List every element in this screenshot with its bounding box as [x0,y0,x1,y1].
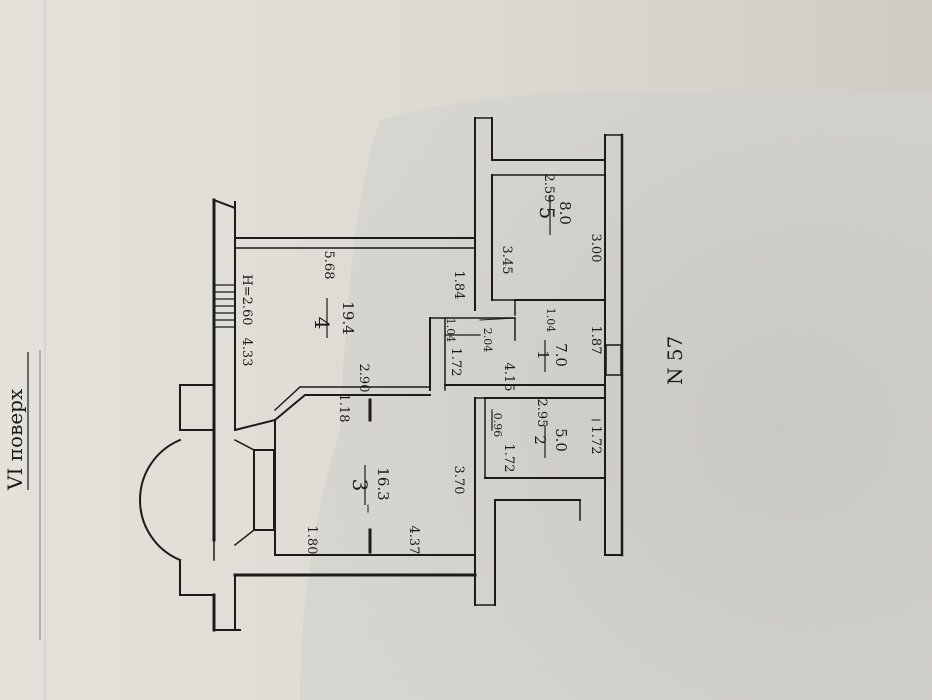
room-2-area-text: 5.0 [552,428,570,452]
ceiling-height: H=2.60 [239,274,254,325]
room-2-dim-side-text: 1.72 [588,426,603,455]
room-2-dim-length: 2.95 [534,399,549,428]
room-4-area: 19.4 [339,301,357,334]
room-4-dim-right: 1.84 [451,271,466,300]
room-4-dim-right-text: 1.84 [451,271,466,300]
room-1-area-text: 7.0 [552,343,570,367]
room-3-dim-length-text: 4.37 [406,526,421,555]
room-5-dim-right: 3.00 [588,234,603,263]
room-4-number-text: 4 [310,317,334,330]
room-2-dim-width-text: 0.96 [491,413,504,438]
room-4-number: 4 [310,317,334,330]
corridor-width-1-text: 1.04 [444,318,457,343]
room-2-dim-length-text: 2.95 [534,399,549,428]
room-1-dim-length-text: 4.15 [501,363,516,392]
room-3-dim-side-text: 3.70 [451,466,466,495]
room-5-number: 5 [535,207,559,220]
room-1-number-text: 1 [534,350,552,360]
room-5-number-text: 5 [535,207,559,220]
walls [139,117,624,632]
room-3-dim-width: 1.80 [304,526,319,555]
room-2-area: 5.0 [552,428,570,452]
floor-label-group: VI поверх [3,352,29,491]
room-5-area: 8.0 [556,201,574,225]
shadow-region [300,92,932,700]
room-4-dim-length: 5.68 [321,251,336,280]
room-3-number: 3 [348,479,372,492]
room-1-dim-side-text: 1.87 [588,326,603,355]
room-4-dim-side: 4.33 [239,338,254,367]
room-1-dim-length: 4.15 [501,363,516,392]
room-4-dim-length-text: 5.68 [321,251,336,280]
room-1-area: 7.0 [552,343,570,367]
room-5-dim-top-text: 2.59 [541,174,556,203]
room-3-area-text: 16.3 [374,467,392,500]
corridor-width-3-text: 1.04 [544,308,557,333]
room-3-dim-door-text: 1.18 [336,394,351,423]
entrance-door-block [605,344,622,376]
room-4-area-text: 19.4 [339,301,357,334]
corridor-width-2: 2.04 [481,328,494,353]
room-2-dim-top: 1.72 [501,444,516,473]
room-2-number: 2 [531,435,549,445]
apartment-number: N 57 [663,336,687,385]
floor-label: VI поверх [3,388,27,491]
room-5-area-text: 8.0 [556,201,574,225]
room-3-area: 16.3 [374,467,392,500]
room-4-dim-width-text: 2.90 [356,364,371,393]
room-5-dim-right-text: 3.00 [588,234,603,263]
corridor-width-3: 1.04 [544,308,557,333]
room-1-dim-width: 1.72 [448,348,463,377]
room-1-dim-width-text: 1.72 [448,348,463,377]
room-5-dim-left-text: 3.45 [499,246,514,275]
room-4-dim-width: 2.90 [356,364,371,393]
apartment-number-group: N 57 [663,336,687,385]
room-2-dim-width: 0.96 [491,413,504,438]
room-2-number-text: 2 [531,435,549,445]
corridor-width-2-text: 2.04 [481,328,494,353]
room-5-dim-top: 2.59 [541,174,556,203]
room-3-dim-width-text: 1.80 [304,526,319,555]
corridor-width-1: 1.04 [444,318,457,343]
room-3-dim-door: 1.18 [336,394,351,423]
room-3-number-text: 3 [348,479,372,492]
ceiling-height-text: H=2.60 [239,274,254,325]
room-3-dim-side: 3.70 [451,466,466,495]
room-2-dim-side: 1.72 [588,426,603,455]
room-1-number: 1 [534,350,552,360]
room-4-dim-side-text: 4.33 [239,338,254,367]
room-3-dim-length: 4.37 [406,526,421,555]
window-hatch [215,284,235,328]
room-1-dim-side: 1.87 [588,326,603,355]
room-2-dim-top-text: 1.72 [501,444,516,473]
room-5-dim-left: 3.45 [499,246,514,275]
